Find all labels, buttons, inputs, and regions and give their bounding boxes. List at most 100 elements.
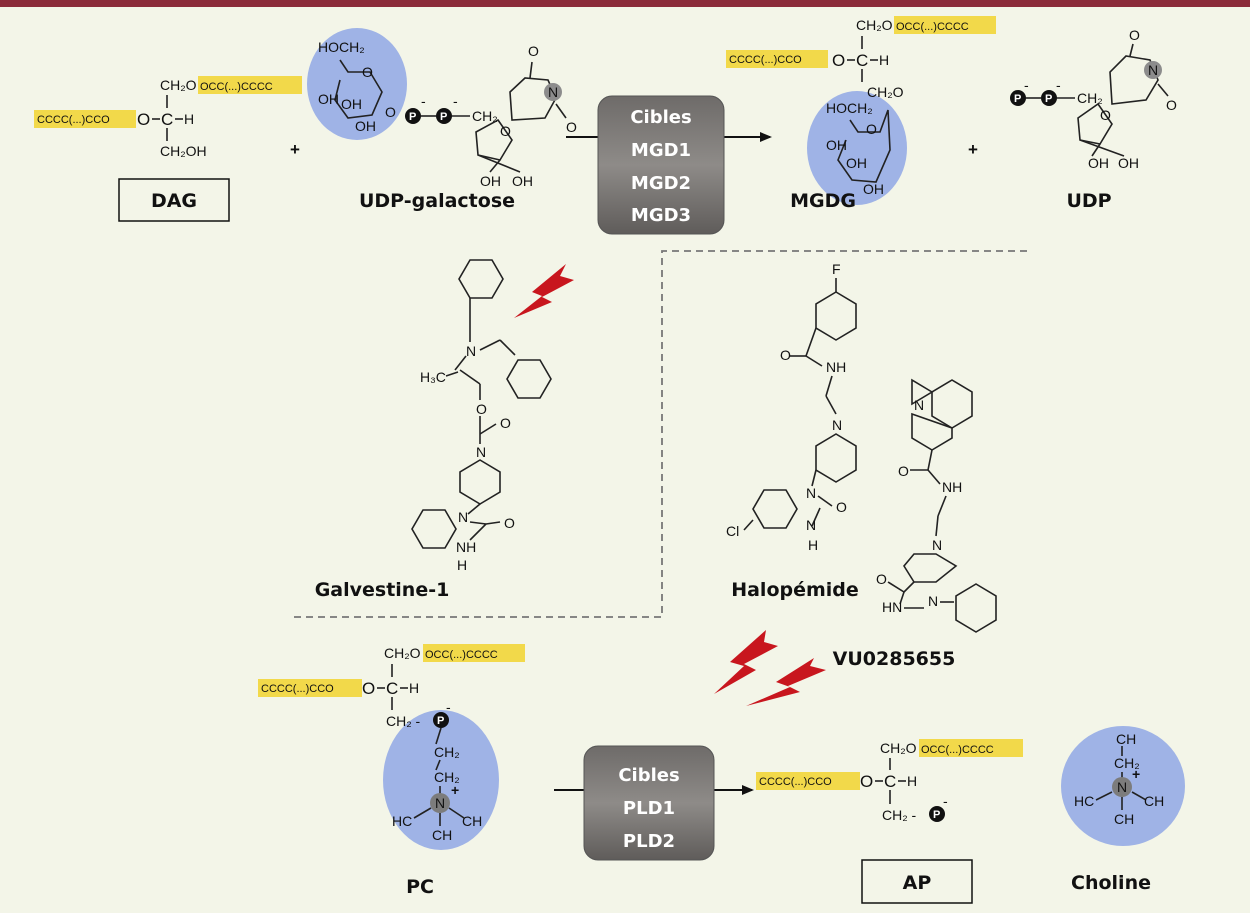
charge-minus: - [1056, 77, 1061, 93]
acyl-chain-highlight [258, 679, 362, 697]
ch2-dash-label: CH₂ - [882, 807, 917, 823]
udp-label: UDP [1066, 190, 1111, 212]
nitrogen-label: N [928, 593, 938, 609]
chlorine-label: Cl [726, 523, 739, 539]
ring-oxygen-label: O [500, 123, 511, 139]
mgd-target-box: Cibles MGD1 MGD2 MGD3 [597, 95, 725, 235]
ch2-label: CH₂ [1077, 90, 1103, 106]
mgdg-label: MGDG [790, 190, 856, 212]
acyl-chain-highlight [756, 772, 860, 790]
pld-enzyme-item: PLD1 [623, 798, 675, 819]
hn-label: HN [882, 599, 902, 615]
hydrogen-label: H [409, 680, 419, 696]
phosphate-icon [929, 806, 945, 822]
hoch2-label: HOCH₂ [826, 100, 873, 116]
phosphate-label: P [933, 809, 940, 821]
phosphate-label: P [409, 111, 416, 123]
acyl-chain-label: OCC(...)CCCC [200, 81, 273, 93]
oh-label: OH [512, 173, 533, 189]
carbonyl-oxygen: O [528, 43, 539, 59]
charge-minus: - [943, 793, 948, 809]
choline-label: Choline [1071, 872, 1151, 894]
dashed-separator [294, 250, 1027, 618]
inhibition-bolt-icon [746, 658, 826, 706]
acyl-chain-label: CCCC(...)CCO [729, 54, 802, 66]
nitrogen-label: N [914, 397, 924, 413]
hc-label: HC [1074, 793, 1094, 809]
pld-enzyme-item: PLD2 [623, 831, 675, 852]
oh-label: OH [318, 91, 339, 107]
ap-molecule: CH₂O OCC(...)CCCC CCCC(...)CCO O C H CH₂… [756, 739, 1023, 823]
mgd-enzyme-item: MGD3 [631, 205, 691, 226]
top-border [0, 0, 1250, 7]
phosphate-icon [433, 712, 449, 728]
mgd-box-title: Cibles [630, 107, 691, 128]
halopemide-molecule: F O NH N N O N H Cl [726, 261, 857, 553]
oh-label: OH [341, 96, 362, 112]
nitrogen-label: N [1117, 779, 1127, 795]
mgd-enzyme-item: MGD1 [631, 140, 691, 161]
oh-label: OH [826, 137, 847, 153]
mgdg-molecule: CH₂O OCC(...)CCCC CCCC(...)CCO O C H CH₂… [726, 16, 996, 205]
acyl-chain-highlight [919, 739, 1023, 757]
oxygen-label: O [362, 679, 375, 698]
hydrogen-label: H [907, 773, 917, 789]
carbonyl-oxygen: O [898, 463, 909, 479]
ap-label-box [861, 859, 973, 904]
nh-label: NH [942, 479, 962, 495]
dag-molecule: CCCC(...)CCO CH₂O OCC(...)CCCC O C H CH₂… [34, 76, 302, 159]
ring-oxygen-label: O [866, 121, 877, 137]
ap-label: AP [903, 872, 932, 894]
ch2o-label: CH₂O [867, 84, 904, 100]
phosphate-icon [1041, 90, 1057, 106]
h3c-label: H₃C [420, 369, 446, 385]
acyl-chain-label: CCCC(...)CCO [759, 776, 832, 788]
carbonyl-oxygen: O [1166, 97, 1177, 113]
hydrogen-label: H [808, 537, 818, 553]
nh-label: NH [456, 539, 476, 555]
phosphate-label: P [1014, 93, 1021, 105]
carbonyl-oxygen: O [876, 571, 887, 587]
galvestine-1-molecule: N H₃C O O N N O NH H [411, 259, 552, 573]
acyl-chain-highlight [34, 110, 136, 128]
ch2o-label: CH₂O [160, 77, 197, 93]
acyl-chain-label: CCCC(...)CCO [261, 683, 334, 695]
udp-galactose-molecule: HOCH₂ O OH OH OH O P - P - CH₂ OH OH O [307, 28, 577, 189]
ch2o-label: CH₂O [880, 740, 917, 756]
nh-label: N [806, 517, 816, 533]
oh-label: OH [846, 155, 867, 171]
carbon-label: C [856, 51, 868, 70]
phosphate-icon [1010, 90, 1026, 106]
ch2o-label: CH₂O [856, 17, 893, 33]
inhibition-bolt-icon [714, 630, 778, 694]
oxygen-label: O [832, 51, 845, 70]
ch2-label: CH₂ [472, 108, 498, 124]
carbon-label: C [161, 110, 173, 129]
oxygen-label: O [385, 104, 396, 120]
carbonyl-oxygen: O [500, 415, 511, 431]
ch2o-label: CH₂O [384, 645, 421, 661]
udp-molecule: P - P - CH₂ OH OH O N O O [1010, 27, 1177, 171]
nitrogen-label: N [458, 509, 468, 525]
hydrogen-label: H [457, 557, 467, 573]
acyl-chain-label: CCCC(...)CCO [37, 114, 110, 126]
charge-plus: + [1132, 766, 1140, 782]
phosphate-icon [405, 108, 421, 124]
choline-molecule: CH CH₂ N + HC CH CH [1061, 726, 1185, 846]
carbon-label: C [386, 679, 398, 698]
acyl-chain-highlight [198, 76, 302, 94]
carbon-label: C [884, 772, 896, 791]
pld-target-box: Cibles PLD1 PLD2 [583, 745, 715, 861]
nitrogen-label: N [932, 537, 942, 553]
oh-label: OH [355, 118, 376, 134]
nh-label: NH [826, 359, 846, 375]
pc-molecule: CH₂O OCC(...)CCCC CCCC(...)CCO O C H CH₂… [258, 644, 525, 850]
charge-minus: - [446, 699, 451, 715]
phosphate-label: P [440, 111, 447, 123]
ring-oxygen-label: O [362, 64, 373, 80]
vu0285655-molecule: N O NH N O HN N [876, 378, 997, 633]
hc-label: HC [392, 813, 412, 829]
nitrogen-atom [430, 793, 450, 813]
carbonyl-oxygen: O [780, 347, 791, 363]
